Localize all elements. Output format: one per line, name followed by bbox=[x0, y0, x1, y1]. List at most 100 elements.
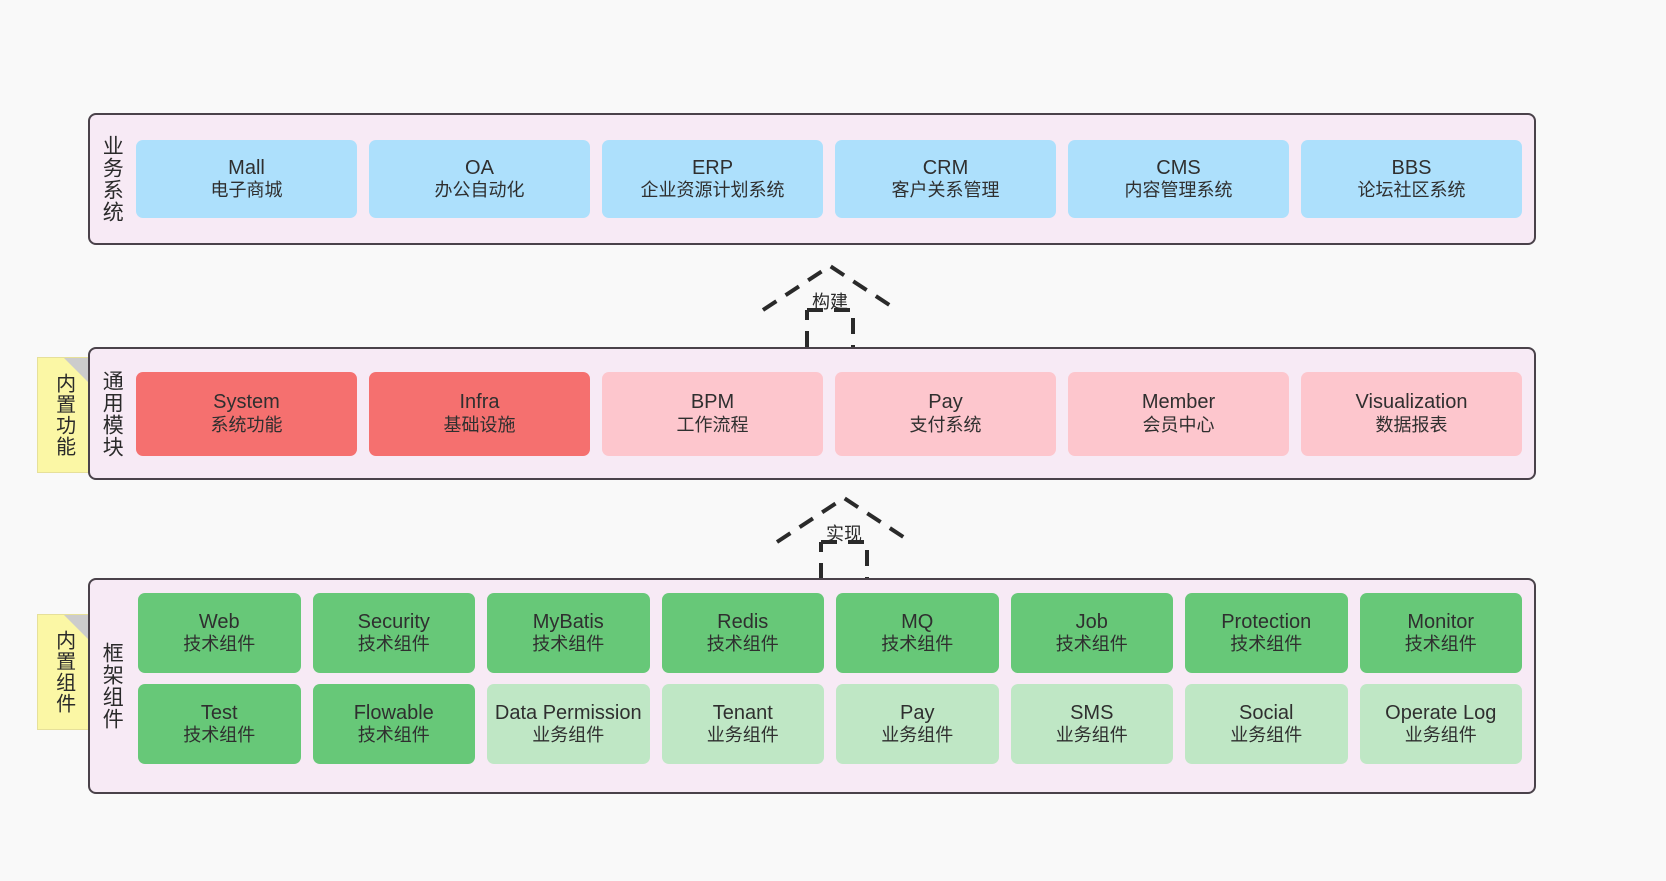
node-title: Flowable bbox=[353, 701, 434, 724]
layer-framework-components: 框架组件 Web 技术组件 Security 技术组件 MyBatis 技术组件… bbox=[88, 578, 1536, 794]
node-subtitle: 支付系统 bbox=[909, 414, 982, 435]
node-subtitle: 技术组件 bbox=[183, 634, 256, 655]
node-protection[interactable]: Protection 技术组件 bbox=[1185, 593, 1348, 673]
node-title: Job bbox=[1075, 610, 1108, 633]
node-title: BPM bbox=[690, 391, 735, 414]
node-title: Pay bbox=[928, 391, 963, 414]
node-subtitle: 数据报表 bbox=[1375, 414, 1448, 435]
node-subtitle: 技术组件 bbox=[881, 634, 954, 655]
node-title: Visualization bbox=[1355, 391, 1468, 414]
node-operate-log[interactable]: Operate Log 业务组件 bbox=[1359, 684, 1522, 764]
node-job[interactable]: Job 技术组件 bbox=[1010, 593, 1173, 673]
connector-label-build: 构建 bbox=[812, 292, 848, 312]
node-mybatis[interactable]: MyBatis 技术组件 bbox=[487, 593, 650, 673]
connector-implement: 实现 bbox=[774, 494, 914, 584]
node-tenant[interactable]: Tenant 业务组件 bbox=[661, 684, 824, 764]
node-subtitle: 企业资源计划系统 bbox=[640, 180, 785, 201]
connector-build: 构建 bbox=[760, 262, 900, 352]
node-title: BBS bbox=[1391, 156, 1432, 179]
layer-title-common-modules: 通用模块 bbox=[100, 369, 124, 458]
node-title: SMS bbox=[1070, 701, 1114, 724]
node-erp[interactable]: ERP 企业资源计划系统 bbox=[602, 140, 823, 218]
node-title: Protection bbox=[1221, 610, 1312, 633]
arrow-stem-icon bbox=[819, 540, 869, 584]
node-visualization[interactable]: Visualization 数据报表 bbox=[1301, 371, 1522, 456]
node-title: Web bbox=[198, 610, 240, 633]
node-subtitle: 基础设施 bbox=[443, 414, 516, 435]
node-title: CRM bbox=[922, 156, 969, 179]
node-bbs[interactable]: BBS 论坛社区系统 bbox=[1301, 140, 1522, 218]
node-subtitle: 业务组件 bbox=[706, 725, 779, 746]
node-title: Tenant bbox=[712, 701, 773, 724]
node-mall[interactable]: Mall 电子商城 bbox=[136, 140, 357, 218]
node-sms[interactable]: SMS 业务组件 bbox=[1010, 684, 1173, 764]
node-web[interactable]: Web 技术组件 bbox=[138, 593, 301, 673]
node-mq[interactable]: MQ 技术组件 bbox=[836, 593, 999, 673]
node-monitor[interactable]: Monitor 技术组件 bbox=[1359, 593, 1522, 673]
layer-common-modules: 通用模块 System 系统功能 Infra 基础设施 BPM 工作流程 Pay… bbox=[88, 347, 1536, 480]
framework-row-business: Test 技术组件 Flowable 技术组件 Data Permission … bbox=[138, 684, 1522, 764]
node-subtitle: 技术组件 bbox=[183, 725, 256, 746]
node-oa[interactable]: OA 办公自动化 bbox=[369, 140, 590, 218]
node-test[interactable]: Test 技术组件 bbox=[138, 684, 301, 764]
node-subtitle: 客户关系管理 bbox=[891, 180, 1000, 201]
node-bpm[interactable]: BPM 工作流程 bbox=[602, 371, 823, 456]
node-subtitle: 技术组件 bbox=[357, 634, 430, 655]
node-cms[interactable]: CMS 内容管理系统 bbox=[1068, 140, 1289, 218]
layer-title-business-systems: 业务系统 bbox=[100, 135, 124, 223]
node-subtitle: 业务组件 bbox=[1404, 725, 1477, 746]
sticky-note-builtin-features: 内置功能 bbox=[37, 357, 89, 473]
node-title: Security bbox=[357, 610, 430, 633]
node-redis[interactable]: Redis 技术组件 bbox=[661, 593, 824, 673]
node-data-permission[interactable]: Data Permission 业务组件 bbox=[487, 684, 650, 764]
node-subtitle: 技术组件 bbox=[1230, 634, 1303, 655]
node-subtitle: 论坛社区系统 bbox=[1357, 180, 1466, 201]
node-pay-component[interactable]: Pay 业务组件 bbox=[836, 684, 999, 764]
node-flowable[interactable]: Flowable 技术组件 bbox=[312, 684, 475, 764]
node-title: ERP bbox=[691, 156, 734, 179]
node-title: System bbox=[213, 391, 280, 414]
node-subtitle: 系统功能 bbox=[210, 414, 283, 435]
node-subtitle: 工作流程 bbox=[676, 414, 749, 435]
sticky-note-label: 内置功能 bbox=[52, 373, 75, 457]
node-title: Mall bbox=[228, 156, 265, 179]
node-social[interactable]: Social 业务组件 bbox=[1185, 684, 1348, 764]
node-infra[interactable]: Infra 基础设施 bbox=[369, 371, 590, 456]
node-title: MyBatis bbox=[532, 610, 604, 633]
node-security[interactable]: Security 技术组件 bbox=[312, 593, 475, 673]
layer-body-business-systems: Mall 电子商城 OA 办公自动化 ERP 企业资源计划系统 CRM 客户关系… bbox=[132, 115, 1534, 243]
node-system[interactable]: System 系统功能 bbox=[136, 371, 357, 456]
node-pay-module[interactable]: Pay 支付系统 bbox=[835, 371, 1056, 456]
node-title: CMS bbox=[1156, 156, 1201, 179]
layer-title-framework-components: 框架组件 bbox=[100, 642, 124, 730]
node-subtitle: 技术组件 bbox=[706, 634, 779, 655]
sticky-note-builtin-components: 内置组件 bbox=[37, 614, 89, 730]
layer-body-framework-components: Web 技术组件 Security 技术组件 MyBatis 技术组件 Redi… bbox=[132, 580, 1534, 792]
node-subtitle: 技术组件 bbox=[532, 634, 605, 655]
node-member[interactable]: Member 会员中心 bbox=[1068, 371, 1289, 456]
node-subtitle: 业务组件 bbox=[881, 725, 954, 746]
node-title: Monitor bbox=[1407, 610, 1475, 633]
layer-body-common-modules: System 系统功能 Infra 基础设施 BPM 工作流程 Pay 支付系统… bbox=[132, 349, 1534, 478]
node-subtitle: 业务组件 bbox=[532, 725, 605, 746]
node-title: Test bbox=[200, 701, 238, 724]
node-subtitle: 办公自动化 bbox=[434, 180, 525, 201]
node-subtitle: 电子商城 bbox=[210, 180, 283, 201]
node-title: Member bbox=[1141, 391, 1216, 414]
sticky-note-label: 内置组件 bbox=[52, 630, 75, 714]
connector-label-implement: 实现 bbox=[826, 524, 862, 544]
node-subtitle: 技术组件 bbox=[1055, 634, 1128, 655]
node-subtitle: 技术组件 bbox=[1404, 634, 1477, 655]
node-subtitle: 业务组件 bbox=[1230, 725, 1303, 746]
node-crm[interactable]: CRM 客户关系管理 bbox=[835, 140, 1056, 218]
node-title: Redis bbox=[717, 610, 769, 633]
node-subtitle: 业务组件 bbox=[1055, 725, 1128, 746]
node-title: OA bbox=[465, 156, 494, 179]
node-title: Data Permission bbox=[494, 701, 642, 724]
layer-business-systems: 业务系统 Mall 电子商城 OA 办公自动化 ERP 企业资源计划系统 CRM… bbox=[88, 113, 1536, 245]
node-title: Social bbox=[1239, 701, 1294, 724]
node-title: Pay bbox=[900, 701, 935, 724]
node-title: MQ bbox=[901, 610, 934, 633]
node-subtitle: 会员中心 bbox=[1142, 414, 1215, 435]
